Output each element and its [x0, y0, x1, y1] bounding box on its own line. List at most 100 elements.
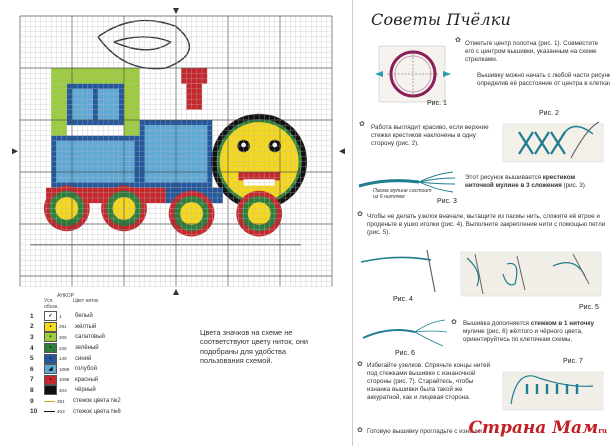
legend-row: 10 403 стежок цвета №8 — [30, 406, 200, 417]
tip-7-text: Избегайте узелков. Спрячьте концы нитей … — [367, 362, 491, 401]
legend-anchor-code: 149 — [59, 356, 67, 362]
legend-header-color: Цвет ниток — [73, 298, 99, 304]
legend-number: 4 — [30, 344, 34, 352]
legend-color-name: салатовый — [75, 334, 105, 341]
legend-header-symbol: Усл. обозн. — [44, 298, 59, 310]
bee-icon: ✿ — [357, 361, 363, 368]
tip-4-c: (рис. 3). — [563, 181, 587, 189]
figure-7-caption: Рис. 7 — [563, 358, 583, 365]
chimney — [186, 83, 202, 110]
legend-number: 10 — [30, 408, 38, 416]
figure-4-caption: Рис. 4 — [393, 296, 413, 303]
watermark-text: Страна Мам — [468, 418, 599, 438]
legend-anchor-code: 205 — [59, 334, 67, 340]
legend-symbol: • — [44, 353, 57, 364]
figure-1-caption: Рис. 1 — [427, 100, 447, 107]
legend-anchor-code: 291 — [57, 398, 65, 404]
legend-color-name: чёрный — [75, 387, 96, 394]
legend-color-name: красный — [75, 376, 99, 383]
tip-4-bold: крестиком ниточкой мулине в 3 сложения — [465, 174, 576, 189]
thread-skein-illustration — [358, 171, 456, 193]
needle-threading-illustration — [360, 249, 602, 297]
legend-header: Усл. обозн. АНКОР Цвет ниток — [30, 293, 200, 310]
tips-title: Советы Пчёлки — [371, 10, 511, 29]
legend-anchor-code: 291 — [59, 324, 67, 330]
legend-color-name: жёлтый — [75, 323, 97, 330]
bee-icon: ✿ — [455, 37, 461, 44]
legend-color-name: стежок цвета №8 — [73, 408, 121, 415]
legend-number: 7 — [30, 376, 34, 384]
tip-4-a: Этот рисунок вышивается — [465, 174, 542, 181]
legend-row: 8 •403 чёрный — [30, 385, 200, 396]
legend-symbol: • — [44, 332, 57, 343]
legend-number: 8 — [30, 386, 34, 394]
center-arrow-top — [173, 8, 179, 14]
figure-6-caption: Рис. 6 — [395, 350, 415, 357]
tip-3-text: Работа выглядит красиво, если верхние ст… — [371, 124, 489, 147]
legend-number: 1 — [30, 312, 34, 320]
right-page: Советы Пчёлки Рис. 1 ✿ Отметьте центр по… — [352, 0, 610, 446]
legend-row: 3 •205 салатовый — [30, 332, 200, 343]
legend-symbol: ◢ — [44, 364, 57, 375]
legend-anchor-code: 1 — [59, 313, 62, 319]
hoop-illustration — [375, 45, 451, 103]
tip-6-bold: стежком в 1 ниточку — [530, 320, 594, 327]
legend-color-name: белый — [75, 313, 93, 320]
figure-2-caption: Рис. 2 — [539, 110, 559, 117]
tip-1-text: Отметьте центр полотна (рис. 1). Совмест… — [465, 40, 599, 63]
cabin-roof — [51, 68, 140, 84]
legend-symbol: • — [44, 321, 57, 332]
legend-row: 7 •1098 красный — [30, 374, 200, 386]
legend-anchor-code: 1089 — [59, 366, 70, 372]
legend-line-swatch — [44, 411, 55, 413]
watermark-domain: ru — [598, 426, 607, 435]
cross-stitch-illustration — [502, 121, 604, 163]
tip-2-text: Вышивку можно начать с любой части рисун… — [477, 72, 610, 87]
legend-number: 3 — [30, 333, 34, 341]
hidden-thread-illustration — [502, 371, 604, 411]
legend-row: 4 •245 зелёный — [30, 343, 200, 354]
bee-icon: ✿ — [357, 427, 363, 434]
legend-anchor-code: 245 — [59, 345, 67, 351]
tip-6-text: Вышивка дополняется стежком в 1 ниточку … — [463, 320, 605, 344]
legend-anchor-code: 403 — [57, 409, 65, 415]
figure-3-note: Пасма мулине состоит из 6 ниточек — [373, 188, 432, 200]
legend-anchor-code: 1098 — [59, 377, 70, 383]
center-arrow-left — [12, 148, 18, 155]
legend-color-name: зелёный — [75, 345, 99, 352]
tip-6-a: Вышивка дополняется — [463, 320, 529, 327]
legend-color-name: стежок цвета №2 — [73, 398, 121, 405]
legend-anchor-code: 403 — [59, 387, 67, 393]
legend-symbol: • — [44, 343, 57, 354]
bee-icon: ✿ — [357, 211, 363, 218]
center-arrow-bottom — [173, 289, 179, 295]
legend-header-anchor: АНКОР — [57, 293, 75, 299]
tip-5-text: Чтобы не делать узелок вначале, вытащите… — [367, 213, 606, 236]
legend-symbol: • — [44, 374, 57, 385]
legend-row: 9 291 стежок цвета №2 — [30, 396, 200, 407]
legend-number: 9 — [30, 397, 34, 405]
legend-note: Цвета значков на схеме не соответствуют … — [200, 328, 309, 366]
figure-5-caption: Рис. 5 — [579, 304, 599, 311]
tip-6-c: мулине (рис. 6) жёлтого и чёрного цвета,… — [463, 327, 583, 343]
legend-color-name: синий — [75, 355, 92, 362]
bee-icon: ✿ — [359, 121, 365, 128]
center-arrow-right — [339, 148, 345, 155]
site-watermark: Страна Мамru — [468, 418, 607, 438]
figure-3-caption: Рис. 3 — [437, 198, 457, 205]
cross-stitch-pattern — [12, 8, 345, 295]
chimney-top — [181, 68, 208, 84]
legend-symbol: ✓ — [44, 311, 57, 322]
legend-symbol: • — [44, 385, 57, 396]
pattern-grid — [12, 8, 345, 295]
legend-line-swatch — [44, 400, 55, 402]
bee-icon: ✿ — [451, 319, 457, 326]
tip-8-text: Готовую вышивку прогладьте с изнанки. — [367, 428, 485, 435]
tip-4-text: Этот рисунок вышивается крестиком ниточк… — [465, 174, 605, 190]
